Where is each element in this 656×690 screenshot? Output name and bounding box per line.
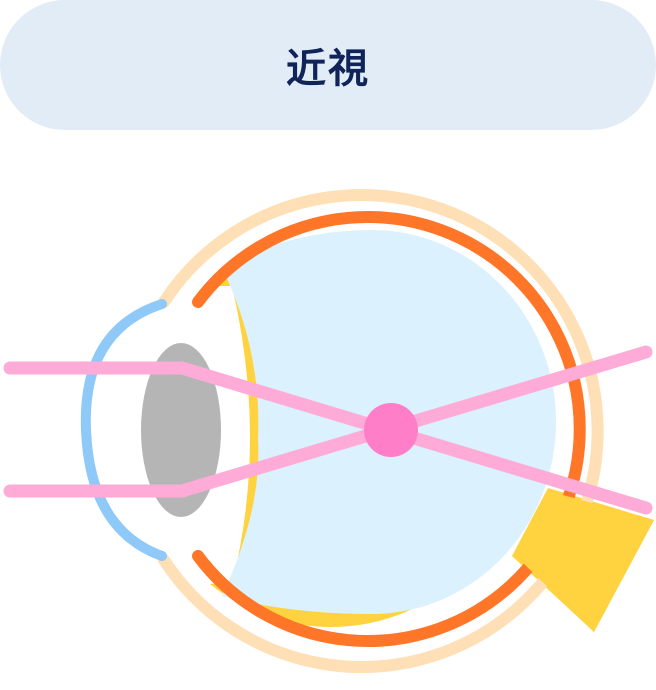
sclera-outline bbox=[158, 189, 604, 673]
cornea bbox=[80, 299, 167, 561]
page-title: 近視 bbox=[286, 46, 370, 92]
focal-point bbox=[364, 403, 418, 457]
light-ray-lower bbox=[3, 345, 653, 498]
choroid-arc bbox=[192, 211, 586, 647]
light-ray-upper bbox=[3, 361, 653, 515]
title-banner: 近視 bbox=[0, 0, 656, 130]
lens bbox=[141, 343, 221, 517]
eye-diagram bbox=[3, 189, 654, 673]
optic-nerve-exit bbox=[520, 492, 654, 632]
